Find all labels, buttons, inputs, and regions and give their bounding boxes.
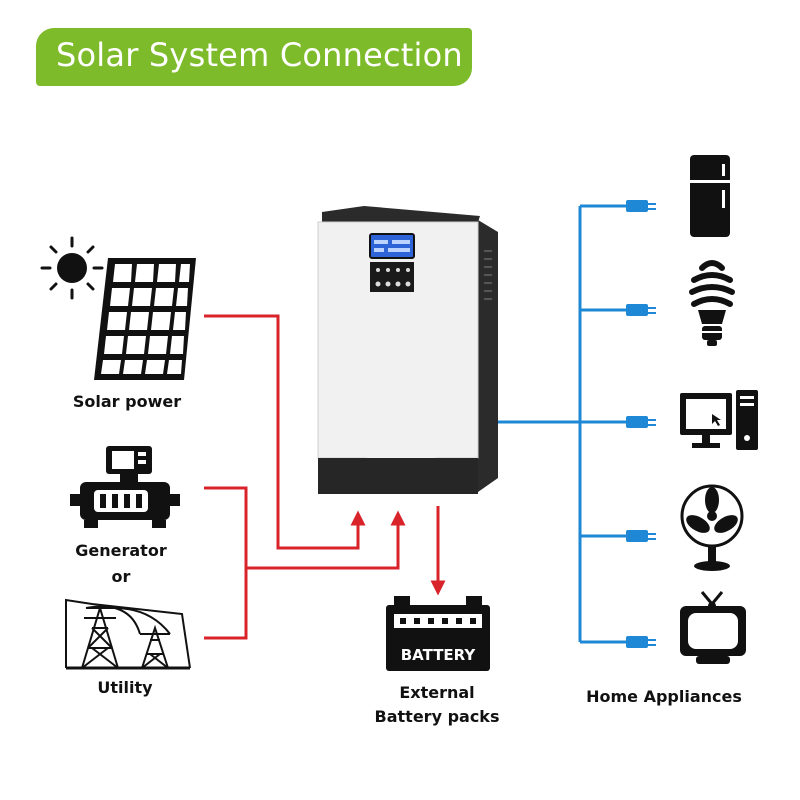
- refrigerator-icon: [690, 155, 730, 237]
- solar-power-label: Solar power: [72, 392, 182, 411]
- utility-label: Utility: [97, 678, 153, 697]
- plug-connectors: [626, 200, 656, 648]
- hybrid-inverter-icon: [317, 206, 498, 494]
- battery-label-line1: External: [399, 683, 475, 702]
- generator-label: Generator: [75, 541, 167, 560]
- generator-icon: [70, 446, 180, 528]
- page-title: Solar System Connection: [56, 36, 463, 74]
- light-bulb-icon: [689, 260, 735, 346]
- utility-wire: [204, 568, 248, 640]
- title-banner: [36, 28, 472, 86]
- sun-icon: [40, 236, 104, 300]
- television-icon: [680, 591, 746, 664]
- output-wires: [498, 204, 640, 644]
- home-appliances-label: Home Appliances: [586, 687, 742, 706]
- solar-panel-icon: [94, 258, 196, 380]
- solar-wire: [204, 314, 366, 550]
- generator-wire: [204, 486, 406, 570]
- input-wires: [204, 314, 446, 640]
- or-label: or: [111, 567, 131, 586]
- battery-label-line2: Battery packs: [374, 707, 500, 726]
- power-tower-icon: [65, 598, 191, 670]
- computer-icon: [680, 390, 758, 450]
- battery-badge: BATTERY: [401, 646, 477, 664]
- fan-icon: [680, 484, 744, 571]
- battery-icon: BATTERY: [386, 596, 490, 671]
